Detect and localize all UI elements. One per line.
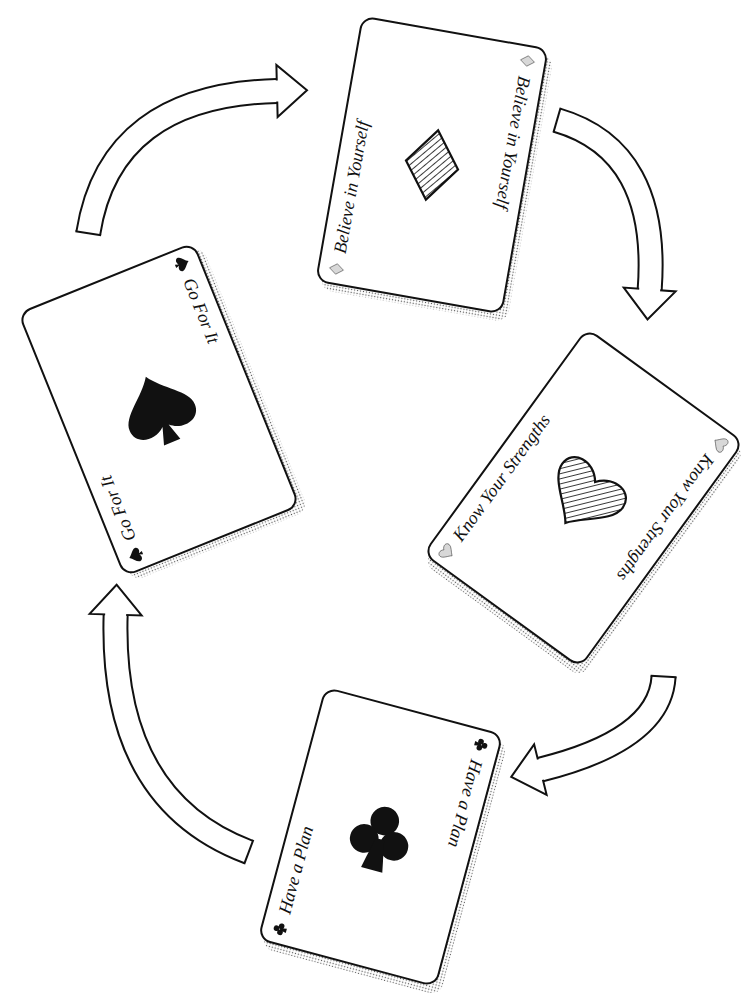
diamond-outline <box>520 55 536 68</box>
club-symbol <box>473 737 489 752</box>
diamond-symbol <box>520 55 536 68</box>
heart-symbol <box>710 434 729 453</box>
heart-symbol <box>437 542 456 561</box>
playing-card: Know Your StrengthsKnow Your Strengths <box>422 327 744 668</box>
club-stem <box>474 741 481 747</box>
arrow-joint <box>105 613 126 618</box>
arrow-head <box>276 65 307 117</box>
diamond-outline <box>329 263 345 276</box>
arrow-body <box>115 615 248 852</box>
arrow-outline <box>540 677 663 770</box>
arrow-joint <box>274 80 279 101</box>
arrow-outline <box>88 91 277 233</box>
cycle-arrow <box>511 676 676 795</box>
heart-outline <box>535 451 632 545</box>
card-border <box>258 688 502 987</box>
arrow-head <box>511 744 546 794</box>
card-border <box>316 17 548 314</box>
arrow-tail <box>553 108 560 133</box>
heart-outline <box>710 434 729 453</box>
card-shape <box>422 327 744 668</box>
club-stem <box>361 836 391 873</box>
spade-outline <box>113 363 205 455</box>
spade-symbol <box>113 363 205 455</box>
diamond-symbol <box>400 126 464 204</box>
arrow-joint <box>639 287 660 292</box>
card-border <box>19 243 299 576</box>
heart-symbol <box>535 451 632 545</box>
arrow-body <box>88 91 277 233</box>
arrow-tail <box>244 840 253 864</box>
arrow-head <box>624 288 676 320</box>
cycle-arrow <box>90 585 254 865</box>
arrow-body <box>557 120 651 289</box>
club-symbol <box>342 800 416 878</box>
spade-symbol <box>173 254 191 272</box>
arrow-body <box>540 677 663 770</box>
spade-outline <box>127 546 145 564</box>
club-symbol <box>272 922 288 937</box>
arrow-joint <box>538 769 543 770</box>
playing-card: Believe in YourselfBelieve in Yourself <box>315 16 549 315</box>
playing-card: Have a PlanHave a Plan <box>257 687 504 988</box>
cycle-arrow <box>553 108 675 320</box>
arrow-tail <box>75 231 101 235</box>
heart-outline <box>437 542 456 561</box>
diamond-symbol <box>329 263 345 276</box>
arrow-head <box>90 585 142 616</box>
card-shape <box>18 241 301 576</box>
arrow-tail <box>651 676 677 677</box>
spade-symbol <box>127 546 145 564</box>
cycle-arrow <box>75 65 307 235</box>
playing-card: Go For ItGo For It <box>18 241 301 576</box>
arrow-outline <box>557 120 651 289</box>
arrow-outline <box>115 615 248 852</box>
club-stem <box>279 927 286 933</box>
spade-outline <box>173 254 191 272</box>
diamond-outline <box>400 126 464 204</box>
card-border <box>423 329 743 667</box>
